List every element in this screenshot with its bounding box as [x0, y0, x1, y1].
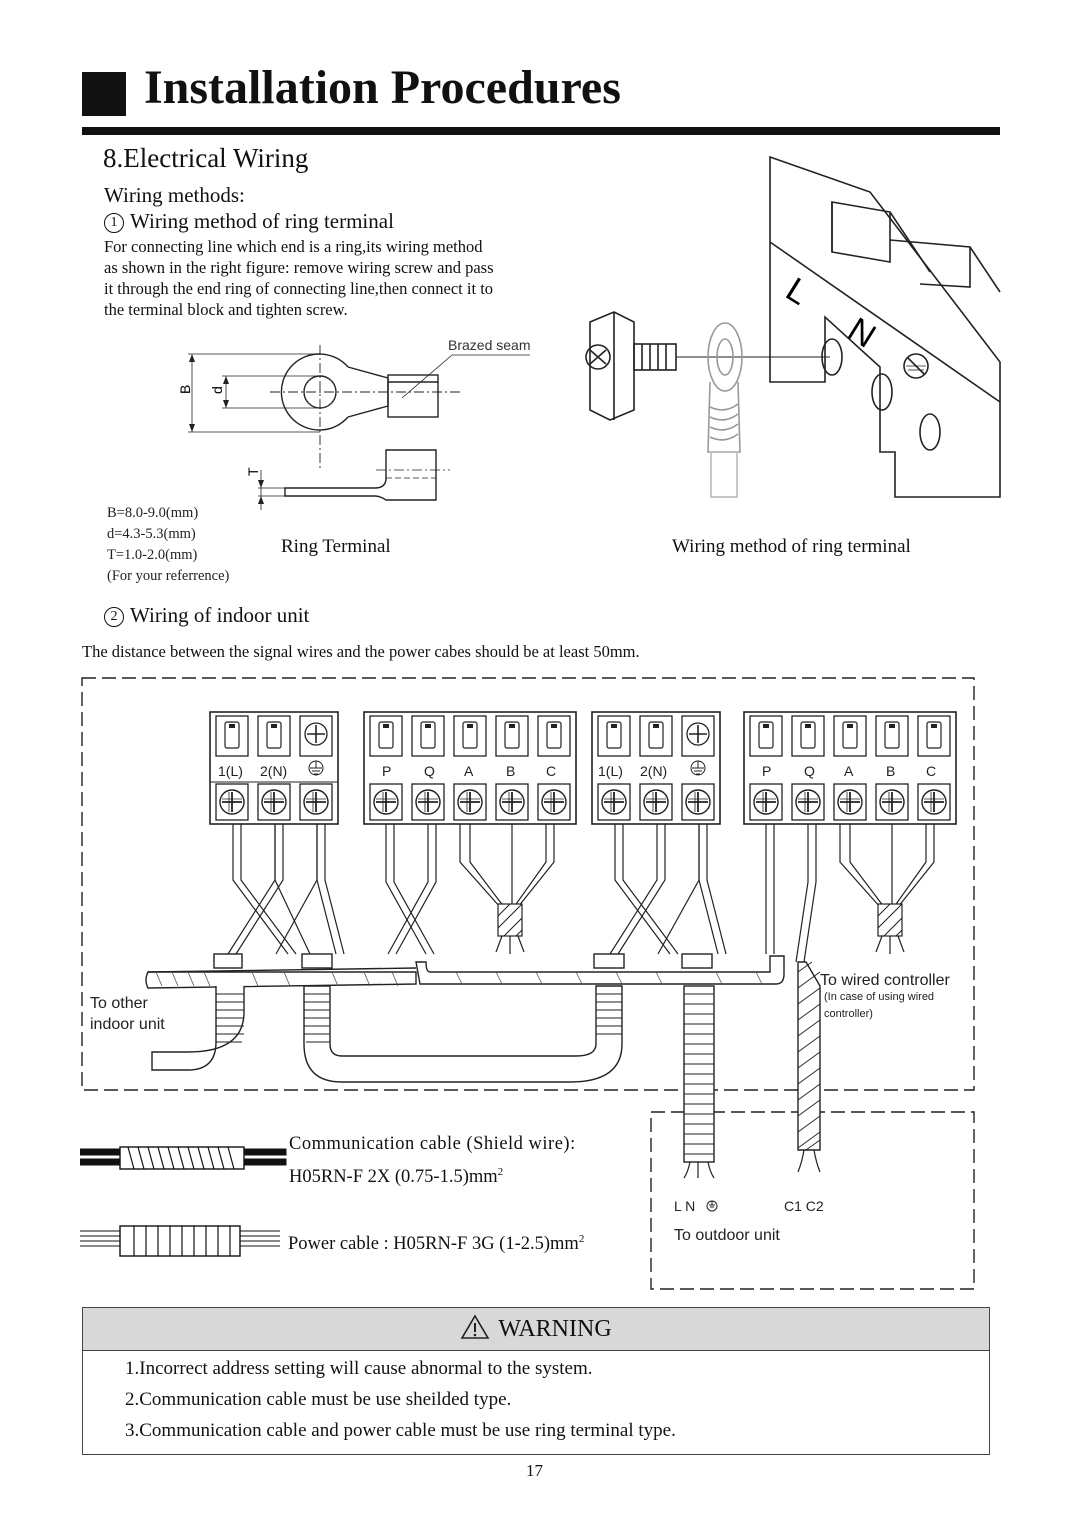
terminal-label: C [546, 763, 556, 779]
warning-header: WARNING [83, 1308, 989, 1351]
cable-legend-drawing [80, 1146, 287, 1257]
to-controller-label: To wired controller [820, 972, 951, 989]
terminal-slot [504, 721, 520, 749]
terminal-slot [842, 721, 858, 749]
terminal-label: Q [424, 763, 435, 779]
distance-note: The distance between the signal wires an… [82, 642, 640, 661]
terminal-label: 1(L) [598, 763, 623, 779]
warning-triangle-icon [460, 1314, 490, 1339]
title-rule [82, 127, 1000, 135]
dimension-b-label: B [177, 385, 193, 394]
terminal-label: 2(N) [640, 763, 667, 779]
ring-terminal-drawing: B d T Brazed seam [177, 337, 530, 510]
comm-cable-spec-text: H05RN-F 2X (0.75-1.5)mm [289, 1167, 498, 1188]
terminal-slot [648, 721, 664, 749]
warning-box: WARNING 1.Incorrect address setting will… [82, 1307, 990, 1455]
terminal-label-n: N [841, 310, 882, 355]
terminal-slot [800, 721, 816, 749]
terminal-slot [420, 721, 436, 749]
terminal-label: A [464, 763, 474, 779]
page-number: 17 [526, 1461, 543, 1480]
section-title: 8.Electrical Wiring [103, 143, 309, 173]
terminal-label: A [844, 763, 854, 779]
page-title: Installation Procedures [144, 61, 621, 114]
terminal-block-drawing: L N [585, 155, 1001, 498]
ring-specs: B=8.0-9.0(mm) d=4.3-5.3(mm) T=1.0-2.0(mm… [107, 503, 229, 587]
terminal-slot [224, 721, 240, 749]
terminal-label: P [382, 763, 391, 779]
to-outdoor-label: To outdoor unit [674, 1227, 780, 1244]
terminal-slot [462, 721, 478, 749]
subsection-1-title: Wiring method of ring terminal [130, 209, 394, 233]
subsection-2-heading: 2 Wiring of indoor unit [104, 603, 309, 628]
indoor-wiring-diagram: 1(L) 2(N) P Q A B C 1(L) 2(N) P Q A B C [81, 677, 975, 1290]
superscript: 2 [578, 1233, 585, 1245]
power-cable-text: Power cable : H05RN-F 3G (1-2.5)mm [288, 1234, 579, 1255]
wiring-methods-label: Wiring methods: [104, 183, 245, 207]
number-1-icon: 1 [104, 213, 124, 233]
terminal-slot [546, 721, 562, 749]
terminal-label-l: L [779, 270, 815, 312]
terminal-label: C [926, 763, 936, 779]
terminal-slot [884, 721, 900, 749]
warning-item: 3.Communication cable and power cable mu… [125, 1420, 676, 1441]
number-2-icon: 2 [104, 607, 124, 627]
outdoor-ln-label: L N [674, 1198, 695, 1214]
terminal-slot [926, 721, 942, 749]
spec-t: T=1.0-2.0(mm) [107, 547, 198, 563]
description-line: the terminal block and tighten screw. [104, 300, 348, 319]
terminal-method-caption: Wiring method of ring terminal [672, 536, 911, 557]
terminal-label: B [506, 763, 515, 779]
dimension-t-label: T [245, 467, 261, 476]
to-other-label: indoor unit [90, 1016, 165, 1033]
terminal-label: P [762, 763, 771, 779]
terminal-slot [266, 721, 282, 749]
subsection-1-heading: 1 Wiring method of ring terminal [104, 209, 394, 234]
terminal-slot [606, 721, 622, 749]
terminal-label: 2(N) [260, 763, 287, 779]
spec-b: B=8.0-9.0(mm) [107, 505, 199, 521]
warning-item: 1.Incorrect address setting will cause a… [125, 1358, 593, 1379]
terminal-slot [758, 721, 774, 749]
brazed-seam-label: Brazed seam [448, 337, 530, 353]
title-square-icon [82, 72, 126, 116]
terminal-label: 1(L) [218, 763, 243, 779]
power-cable-label: Power cable : H05RN-F 3G (1-2.5)mm2 [288, 1233, 584, 1255]
description-line: it through the end ring of connecting li… [104, 279, 494, 298]
outdoor-c-label: C1 C2 [784, 1198, 824, 1214]
to-other-label: To other [90, 995, 148, 1012]
warning-item: 2.Communication cable must be use sheild… [125, 1389, 512, 1410]
description-line: For connecting line which end is a ring,… [104, 237, 483, 256]
controller-note: (In case of using wired [824, 991, 934, 1003]
terminal-label: B [886, 763, 895, 779]
spec-d: d=4.3-5.3(mm) [107, 526, 196, 542]
comm-cable-spec: H05RN-F 2X (0.75-1.5)mm2 [289, 1166, 503, 1188]
subsection-2-title: Wiring of indoor unit [130, 603, 310, 627]
spec-note: (For your referrence) [107, 568, 230, 584]
description-line: as shown in the right figure: remove wir… [104, 258, 494, 277]
ring-terminal-description: For connecting line which end is a ring,… [104, 236, 494, 320]
controller-note: controller) [824, 1008, 873, 1020]
ring-terminal-caption: Ring Terminal [281, 536, 391, 557]
dimension-d-label: d [209, 386, 225, 394]
comm-cable-label: Communication cable (Shield wire): [289, 1134, 576, 1154]
superscript: 2 [497, 1166, 504, 1178]
warning-title: WARNING [498, 1316, 612, 1342]
terminal-slot [378, 721, 394, 749]
terminal-label: Q [804, 763, 815, 779]
